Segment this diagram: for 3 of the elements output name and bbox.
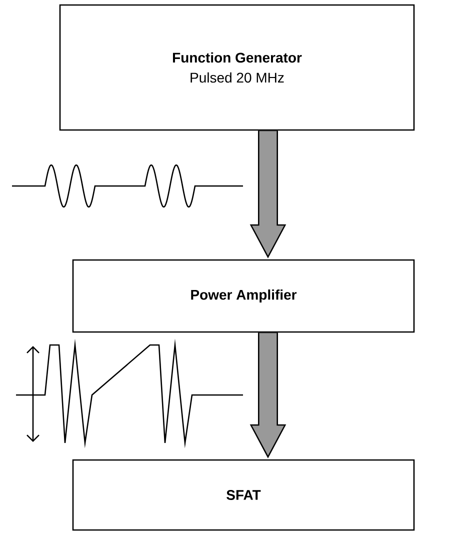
process-box: SFAT (72, 459, 415, 531)
process-box: Power Amplifier (72, 259, 415, 333)
process-box: Function Generator Pulsed 20 MHz (59, 4, 415, 131)
